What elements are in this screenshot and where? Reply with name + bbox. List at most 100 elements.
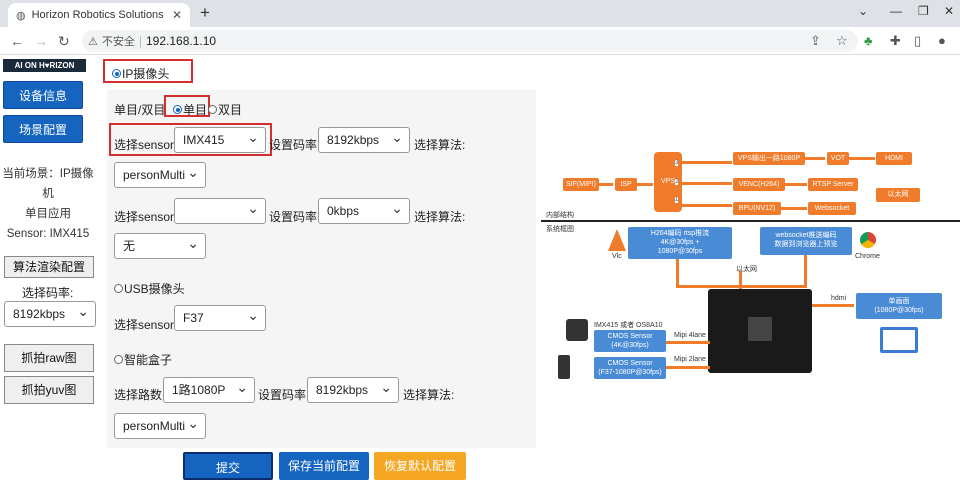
restore-icon[interactable]: ❐ (918, 4, 929, 18)
forward-icon[interactable]: → (34, 33, 48, 49)
ethernet-label: 以太网 (736, 266, 757, 273)
arrow (812, 304, 854, 307)
back-icon[interactable]: ← (10, 33, 24, 49)
box-bitrate-select[interactable]: 8192kbps (307, 375, 399, 403)
scene-config-button[interactable]: 场景配置 (3, 115, 83, 143)
ip-camera-radio[interactable]: IP摄像头 (112, 65, 169, 82)
board-image (708, 289, 812, 373)
evernote-extension-icon[interactable]: ♣ (864, 33, 873, 48)
url-separator: | (138, 34, 142, 48)
new-tab-button[interactable]: + (200, 3, 210, 22)
hdmi-label: hdmi (831, 295, 847, 302)
share-icon[interactable]: ⇪ (810, 33, 821, 48)
chip-icon (748, 317, 772, 341)
scene-info-line: 单目应用 (25, 208, 71, 220)
restore-default-button[interactable]: 恢复默认配置 (374, 452, 466, 480)
close-window-icon[interactable]: ✕ (944, 4, 955, 18)
stereo-radio[interactable]: 双目 (208, 101, 242, 118)
monitor-icon (880, 327, 918, 353)
save-config-button[interactable]: 保存当前配置 (279, 452, 369, 480)
select-algo-label: 选择算法: (414, 138, 466, 152)
minimize-icon[interactable]: — (890, 4, 902, 18)
sensor-select-1[interactable]: IMX415 (174, 125, 266, 153)
arrow (676, 259, 679, 287)
arrow (682, 161, 732, 164)
venc-box: VENC(H264) (733, 178, 785, 191)
insecure-label: 不安全 (101, 36, 135, 48)
sensor-select-2[interactable] (174, 196, 266, 224)
sensor-title: IMX415 或者 OS8A10 (594, 322, 663, 329)
vps-out-box: VPS输出一路1080P (733, 152, 805, 165)
close-tab-icon[interactable]: ✕ (171, 8, 182, 22)
box-algo-select[interactable]: personMulti (114, 411, 206, 439)
radio-icon (173, 105, 182, 115)
cmos1-line: (4K@30fps) (611, 342, 649, 349)
highlight-box (109, 123, 272, 156)
monitor-line: (1080P@30fps) (874, 307, 924, 314)
vot-box: VOT (827, 152, 849, 165)
url-text: 192.168.1.10 (146, 34, 217, 48)
arrow (739, 271, 742, 291)
arrow (666, 341, 710, 344)
smart-box-radio[interactable]: 智能盒子 (114, 351, 172, 368)
select-channels-label: 选择路数: (114, 388, 166, 402)
sidepanel-icon[interactable]: ▯ (914, 33, 922, 48)
submit-button[interactable]: 提交 (183, 452, 273, 480)
radio-icon (112, 69, 121, 79)
sidebar: AI ON H♥RIZON 设备信息 场景配置 当前场景：IP摄像 机 单目应用… (0, 56, 100, 480)
usb-camera-radio[interactable]: USB摄像头 (114, 280, 185, 297)
bpu-box: BPU(NV12) (733, 202, 781, 215)
puzzle-icon[interactable]: ✚ (890, 33, 901, 48)
warning-icon: ⚠ (88, 35, 98, 48)
arrow (805, 157, 825, 160)
capture-raw-button[interactable]: 抓拍raw图 (4, 344, 94, 372)
profile-icon[interactable]: ● (938, 33, 946, 48)
star-icon[interactable]: ☆ (836, 33, 848, 48)
monitor-line: 单画面 (888, 298, 910, 305)
chrome-icon (859, 231, 877, 249)
usb-camera-label: USB摄像头 (124, 282, 185, 296)
cmos1-line: CMOS Sensor (607, 333, 653, 340)
device-info-button[interactable]: 设备信息 (3, 81, 83, 109)
bitrate-select-2[interactable]: 0kbps (318, 196, 410, 224)
render-config-button[interactable]: 算法渲染配置 (4, 256, 94, 278)
ws-line: websocket推送编码 (775, 232, 837, 239)
mono-label: 单目 (183, 103, 208, 117)
set-bitrate-label: 设置码率: (269, 210, 321, 224)
h264-line: 4K@30fps + (660, 239, 700, 246)
websocket-push-box: websocket推送编码 数据到浏览器上预览 (760, 227, 852, 255)
bitrate-select-1[interactable]: 8192kbps (318, 125, 410, 153)
rtsp-box: RTSP Server (808, 178, 858, 191)
box-channels-select[interactable]: 1路1080P (163, 375, 255, 403)
ethernet-box: 以太网 (876, 188, 920, 202)
reload-icon[interactable]: ↻ (58, 33, 70, 49)
scene-info-line: Sensor: IMX415 (6, 228, 90, 240)
system-label: 系统框图 (546, 226, 574, 233)
set-bitrate-label: 设置码率: (269, 138, 321, 152)
vlc-icon (608, 229, 626, 251)
mono-radio[interactable]: 单目 (173, 101, 207, 118)
algo-select-1[interactable]: personMulti (114, 160, 206, 188)
sidebar-bitrate-select[interactable]: 8192kbps (4, 299, 96, 327)
select-algo-label: 选择算法: (414, 210, 466, 224)
isp-box: ISP (615, 178, 637, 191)
radio-icon (208, 105, 217, 115)
arrow (682, 204, 732, 207)
usb-sensor-select[interactable]: F37 (174, 303, 266, 331)
arrow (785, 183, 807, 186)
divider (541, 220, 960, 222)
algo-select-2[interactable]: 无 (114, 231, 206, 259)
ip-camera-label: IP摄像头 (122, 67, 170, 81)
scene-info-line: 当前场景：IP摄像 (2, 168, 94, 180)
address-bar-row: ← → ↻ ⚠ 不安全 | 192.168.1.10 ⇪ ☆ ♣ ✚ ▯ ● (0, 27, 960, 55)
websocket-box: Websocket (808, 202, 856, 215)
camera-icon (566, 319, 588, 341)
url-field[interactable]: ⚠ 不安全 | 192.168.1.10 (82, 30, 858, 52)
capture-yuv-button[interactable]: 抓拍yuv图 (4, 376, 94, 404)
radio-icon (114, 284, 123, 294)
logo: AI ON H♥RIZON (3, 59, 86, 72)
browser-tab[interactable]: ◍ Horizon Robotics Solutions Dem ✕ (8, 3, 190, 27)
chevron-down-icon[interactable]: ⌄ (858, 4, 869, 18)
h264-line: H264编码 rtsp推流 (650, 230, 710, 237)
stereo-label: 双目 (218, 103, 243, 117)
